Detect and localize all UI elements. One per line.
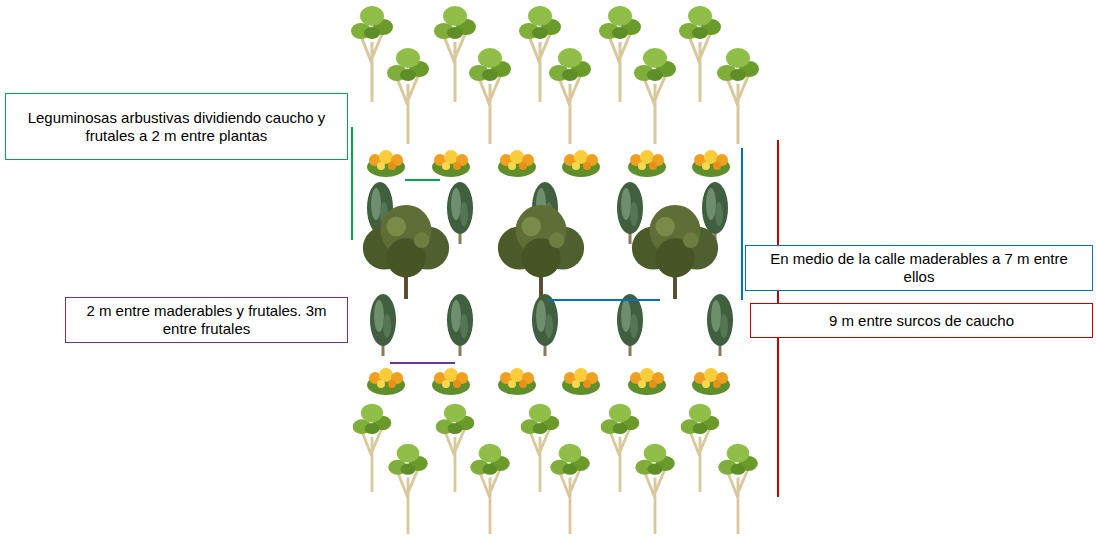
rubber-tree <box>718 444 757 534</box>
rubber-tree <box>550 444 589 534</box>
fruit-tree <box>370 294 396 356</box>
legume-shrub <box>628 368 666 395</box>
rubber-trees-top <box>351 6 759 144</box>
fruit-tree <box>447 182 473 244</box>
legume-shrub <box>692 150 730 177</box>
dimension-line <box>351 127 353 240</box>
annotation-text: En medio de la calle maderables a 7 m en… <box>770 250 1068 286</box>
rubber-tree <box>353 404 392 492</box>
legume-shrubs-top <box>367 150 730 177</box>
rubber-tree <box>601 404 640 492</box>
annotation-box: 9 m entre surcos de caucho <box>750 303 1093 338</box>
legume-shrub <box>562 150 600 177</box>
timber-trees <box>363 205 718 299</box>
rubber-tree <box>549 48 591 144</box>
fruit-tree <box>532 294 558 356</box>
annotation-box: Leguminosas arbustivas dividiendo caucho… <box>5 93 348 160</box>
text-group: En medio de la calle maderables a 7 m en… <box>770 250 1068 286</box>
rubber-tree <box>521 404 560 492</box>
fruit-tree <box>617 294 643 356</box>
dimension-line <box>548 299 660 301</box>
fruit-tree <box>447 294 473 356</box>
legume-shrub <box>498 150 536 177</box>
dimension-line <box>741 148 743 300</box>
rubber-tree <box>634 48 676 144</box>
rubber-tree <box>434 6 476 102</box>
rubber-tree <box>436 404 475 492</box>
rubber-tree <box>635 444 674 534</box>
annotation-text: 9 m entre surcos de caucho <box>829 312 1014 330</box>
rubber-tree <box>470 444 509 534</box>
fruit-trees-lower <box>370 294 733 356</box>
rubber-tree <box>387 48 429 144</box>
rubber-tree <box>469 48 511 144</box>
text-group: 9 m entre surcos de caucho <box>829 312 1014 330</box>
annotation-box: En medio de la calle maderables a 7 m en… <box>745 245 1093 291</box>
rubber-tree <box>679 6 721 102</box>
rubber-tree <box>599 6 641 102</box>
legume-shrub <box>498 368 536 395</box>
rubber-tree <box>388 444 427 534</box>
dimension-line <box>390 362 455 364</box>
rubber-tree <box>351 6 393 102</box>
legume-shrub <box>367 368 405 395</box>
dimension-line <box>405 179 440 181</box>
rubber-tree <box>519 6 561 102</box>
text-group: 2 m entre maderables y frutales. 3m entr… <box>76 302 337 338</box>
fruit-tree <box>707 294 733 356</box>
legume-shrub <box>692 368 730 395</box>
timber-tree <box>498 205 584 299</box>
legume-shrub <box>562 368 600 395</box>
annotation-text: Leguminosas arbustivas dividiendo caucho… <box>18 109 335 145</box>
legume-shrub <box>432 150 470 177</box>
rubber-tree <box>717 48 759 144</box>
legume-shrub <box>628 150 666 177</box>
annotation-text: 2 m entre maderables y frutales. 3m entr… <box>76 302 337 338</box>
legume-shrub <box>432 368 470 395</box>
annotation-box: 2 m entre maderables y frutales. 3m entr… <box>65 297 348 343</box>
timber-tree <box>363 205 449 299</box>
timber-tree <box>632 205 718 299</box>
legume-shrub <box>367 150 405 177</box>
legume-shrubs-bottom <box>367 368 730 395</box>
rubber-trees-bottom <box>353 404 758 534</box>
rubber-tree <box>681 404 720 492</box>
text-group: Leguminosas arbustivas dividiendo caucho… <box>18 109 335 145</box>
